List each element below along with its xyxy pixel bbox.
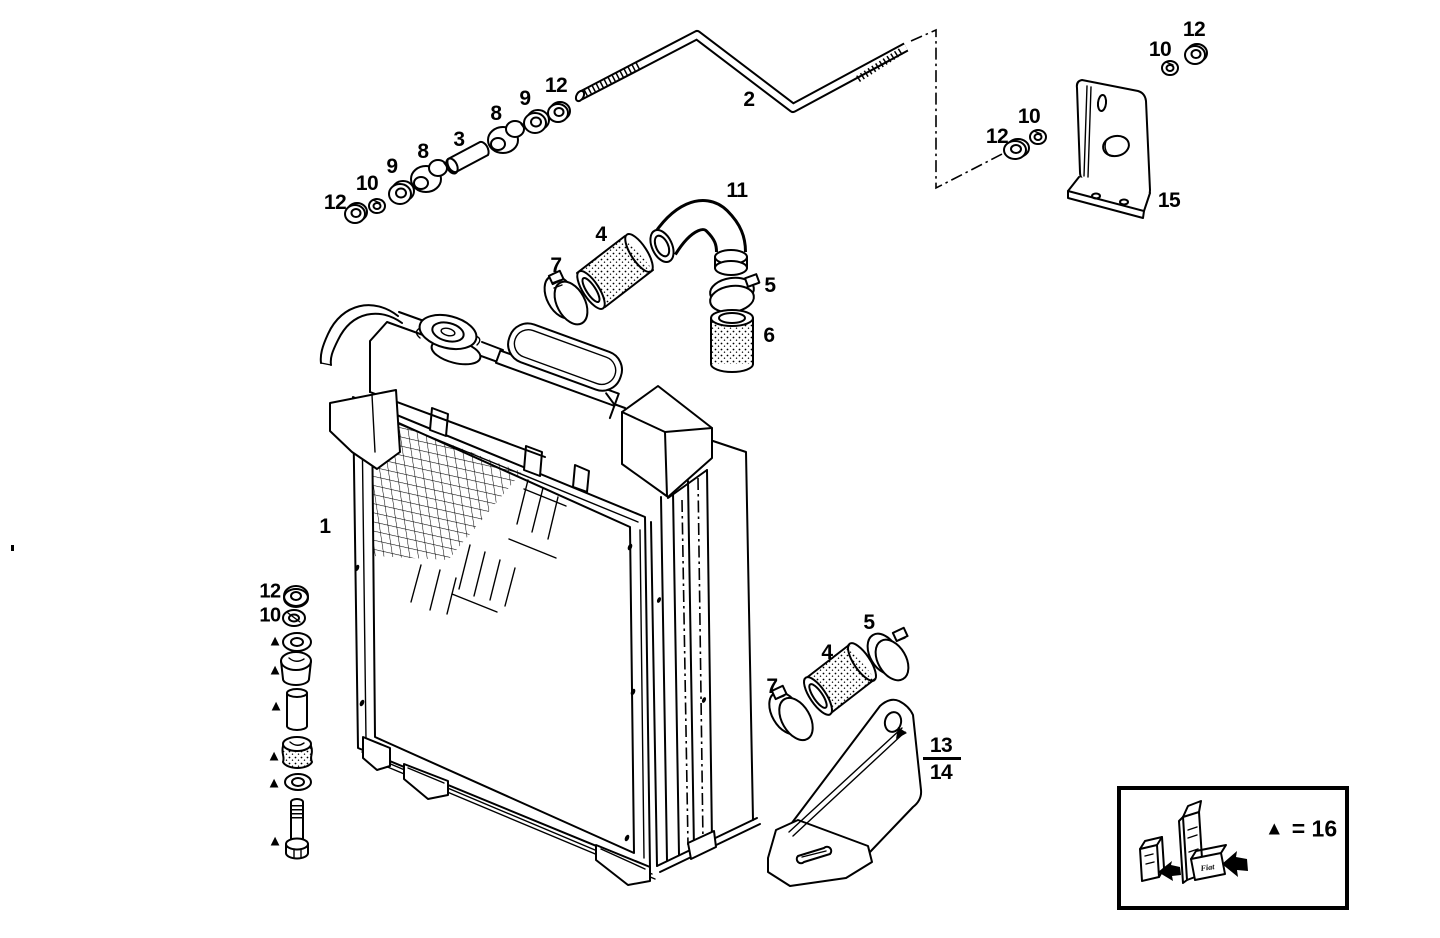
bushing-a: [280, 651, 312, 686]
triangle-marker: ▲: [266, 747, 282, 765]
clamp-7-bottom: [768, 684, 814, 742]
leader-line-pipe-to-nut: [910, 28, 1009, 190]
clamp-5-top: [709, 273, 761, 314]
triangle-marker: ▲: [266, 774, 282, 792]
callout-15: 15: [1157, 189, 1181, 212]
clamp-7-top: [543, 269, 589, 326]
package-brand-text: Fiat: [1199, 862, 1216, 873]
fraction-divider: [923, 757, 961, 760]
hose-4-bottom: [803, 642, 877, 716]
triangle-marker: ▲: [267, 661, 283, 679]
print-speck: [11, 545, 14, 551]
legend-key-text: = 16: [1291, 815, 1338, 842]
callout-9b: 9: [519, 87, 531, 110]
hose-4-top: [576, 233, 654, 310]
callout-4: 4: [595, 223, 607, 246]
washer-10-left-of-bracket: [1029, 129, 1047, 145]
callout-1: 1: [319, 515, 331, 538]
radiator-right-channels: [650, 440, 761, 873]
callout-8b: 8: [490, 102, 502, 125]
callout-12-bracket-left: 12: [985, 125, 1009, 148]
triangle-marker: ▲: [268, 697, 284, 715]
radiator-top-tank: [329, 311, 713, 498]
lock-washer-10-column: [282, 609, 306, 627]
legend-key: ▲ = 16: [1264, 815, 1338, 842]
callout-10-column: 10: [259, 604, 281, 627]
fastener-column: [280, 585, 313, 860]
legend-triangle-marker: ▲: [1264, 818, 1284, 840]
callout-12: 12: [323, 191, 347, 214]
fitting-8b: [487, 120, 525, 154]
legend-box: Fiat: [1117, 786, 1349, 910]
elbow-11: [649, 199, 748, 276]
callout-7: 7: [550, 254, 562, 277]
spacer-tube: [286, 688, 308, 731]
support-bracket-13-14: [767, 698, 923, 887]
washer-9b: [523, 109, 550, 134]
callout-12b: 12: [544, 74, 568, 97]
hose-assembly-top: [543, 199, 761, 373]
callout-7-bottom: 7: [766, 675, 778, 698]
filler-cap: [415, 313, 482, 366]
callout-2: 2: [743, 88, 755, 111]
callout-5-bottom: 5: [863, 611, 875, 634]
parts-packages-art: Fiat: [1139, 800, 1248, 884]
clamp-5-bottom: [866, 626, 910, 682]
tank-handle: [494, 322, 623, 420]
callout-8: 8: [417, 140, 429, 163]
callout-14: 14: [929, 761, 953, 784]
sleeve-3: [445, 140, 490, 175]
corner-block: [329, 389, 401, 470]
callout-6: 6: [763, 324, 775, 347]
callout-12-bracket-top: 12: [1182, 18, 1206, 41]
radiator-feet: [362, 736, 651, 886]
bolt-a: [285, 798, 309, 860]
overflow-hose: [319, 304, 403, 366]
grommet-a: [281, 736, 313, 769]
callout-5: 5: [764, 274, 776, 297]
callout-3: 3: [453, 128, 465, 151]
callout-10: 10: [355, 172, 379, 195]
callout-12-column: 12: [259, 580, 281, 603]
nut-12-column: [283, 585, 309, 608]
callout-10-bracket-top: 10: [1148, 38, 1172, 61]
nut-12-above-bracket: [1184, 43, 1208, 65]
callout-11: 11: [726, 179, 748, 202]
washer-b: [284, 773, 312, 791]
washer-a: [282, 632, 312, 652]
washer-9a: [388, 180, 415, 205]
nut-12b: [547, 101, 571, 123]
mounting-bracket-15: [1067, 79, 1151, 219]
hose-6: [710, 309, 754, 373]
radiator: [319, 304, 761, 886]
callout-9: 9: [386, 155, 398, 178]
nut-12-left-of-bracket: [1003, 138, 1030, 160]
fitting-chain: [344, 101, 571, 224]
callout-10-bracket-left: 10: [1017, 105, 1041, 128]
callout-13: 13: [929, 734, 953, 757]
callout-4-bottom: 4: [821, 641, 833, 664]
fitting-8a: [410, 159, 448, 193]
nut-12a: [344, 202, 368, 224]
hose-assembly-bottom: [768, 626, 910, 742]
triangle-marker: ▲: [267, 832, 283, 850]
triangle-marker: ▲: [267, 632, 283, 650]
tank-end-block: [621, 385, 713, 498]
pipe-2: [574, 30, 909, 113]
washer-10-above-bracket: [1161, 60, 1179, 76]
washer-10a: [368, 198, 386, 214]
